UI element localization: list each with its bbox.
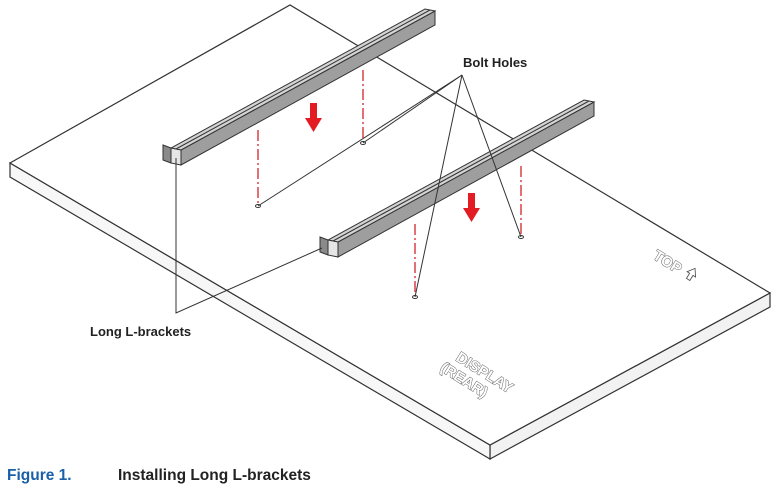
installation-diagram: Bolt Holes Long L-brackets TOP DISPLAY (… [8, 4, 772, 460]
long-brackets-label: Long L-brackets [90, 324, 191, 339]
up-arrow-icon [685, 267, 697, 282]
long-l-bracket [162, 8, 437, 166]
brackets-callout [175, 158, 323, 314]
rear-bracket-assembly [162, 8, 437, 208]
bolt-holes-label: Bolt Holes [463, 55, 527, 70]
figure-caption: Figure 1. Installing Long L-brackets [7, 467, 311, 485]
figure-number: Figure 1. [7, 467, 72, 484]
front-bracket-assembly [319, 99, 596, 299]
long-l-bracket [319, 99, 596, 258]
figure-title: Installing Long L-brackets [118, 467, 311, 484]
bolt-holes-callout [257, 74, 522, 298]
display-panel [8, 4, 772, 460]
down-arrow-icon [463, 193, 480, 222]
down-arrow-icon [305, 103, 322, 132]
